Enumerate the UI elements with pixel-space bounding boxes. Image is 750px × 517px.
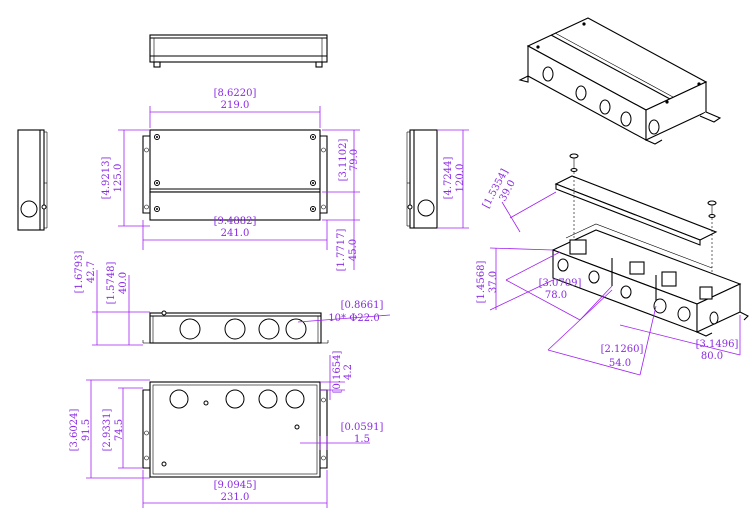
lid-dimensions: [8.6220] 219.0 [9.4882] 241.0 [4.9213] 1… [101,88,360,271]
lower-panel-mm: 45.0 [348,239,359,261]
front-body-mm: 40.0 [118,272,129,294]
top-width-mm: 219.0 [221,100,250,111]
lid-front-view [142,129,328,221]
iso-comp2-mm: 80.0 [701,351,723,362]
isometric-closed-box [518,17,722,145]
iso-height-mm: 37.0 [488,271,499,293]
base-inner-in: [2.9331] [102,409,113,452]
front-total-mm: 42.7 [86,261,97,283]
iso-comp2-in: [3.1496] [696,339,739,350]
height-mm: 125.0 [113,164,124,193]
knockout-front-view [142,310,329,344]
iso-depth-in: [3.0709] [539,278,582,289]
knockout-in: [0.8661] [341,300,384,311]
flange-in: [0.1654] [332,351,343,394]
isometric-dimensions: [1.5354] 39.0 [1.4568] 37.0 [3.0709] 78.… [476,167,741,376]
side-height-mm: 120.0 [455,164,466,193]
left-side-view [17,129,48,231]
top-edge-view [149,34,328,68]
screw-icon [569,153,579,173]
base-inner-mm: 74.5 [114,419,125,441]
iso-comp1-in: [2.1260] [601,344,644,355]
screw-icon [707,200,717,219]
isometric-exploded-box [551,153,749,337]
upper-panel-mm: 79.0 [349,149,360,171]
front-total-in: [1.6793] [74,251,85,294]
base-width-mm: 231.0 [221,492,250,503]
thickness-in: [0.0591] [341,422,384,433]
overall-width-in: [9.4882] [214,216,257,227]
thickness-mm: 1.5 [354,434,370,445]
right-side-view: [4.7244] 120.0 [406,129,469,229]
flange-mm: 4.2 [343,364,354,380]
base-top-view [142,381,328,478]
base-depth-mm: 91.5 [81,419,92,441]
lower-panel-in: [1.7717] [336,229,347,272]
knockout-dimensions: [1.6793] 42.7 [1.5748] 40.0 [0.8661] 10*… [74,251,391,346]
base-width-in: [9.0945] [214,480,257,491]
side-height-in: [4.7244] [443,157,454,200]
upper-panel-in: [3.1102] [338,139,349,182]
iso-depth-mm: 78.0 [545,290,567,301]
iso-comp1-mm: 54.0 [609,358,631,369]
base-depth-in: [3.6024] [69,409,80,452]
height-in: [4.9213] [101,157,112,200]
base-dimensions: [3.6024] 91.5 [2.9331] 74.5 [0.1654] 4.2… [69,351,383,508]
knockout-mm: 10* Φ22.0 [328,313,379,324]
top-width-in: [8.6220] [214,88,257,99]
front-body-in: [1.5748] [106,262,117,305]
iso-height-in: [1.4568] [476,261,487,304]
overall-width-mm: 241.0 [221,228,250,239]
